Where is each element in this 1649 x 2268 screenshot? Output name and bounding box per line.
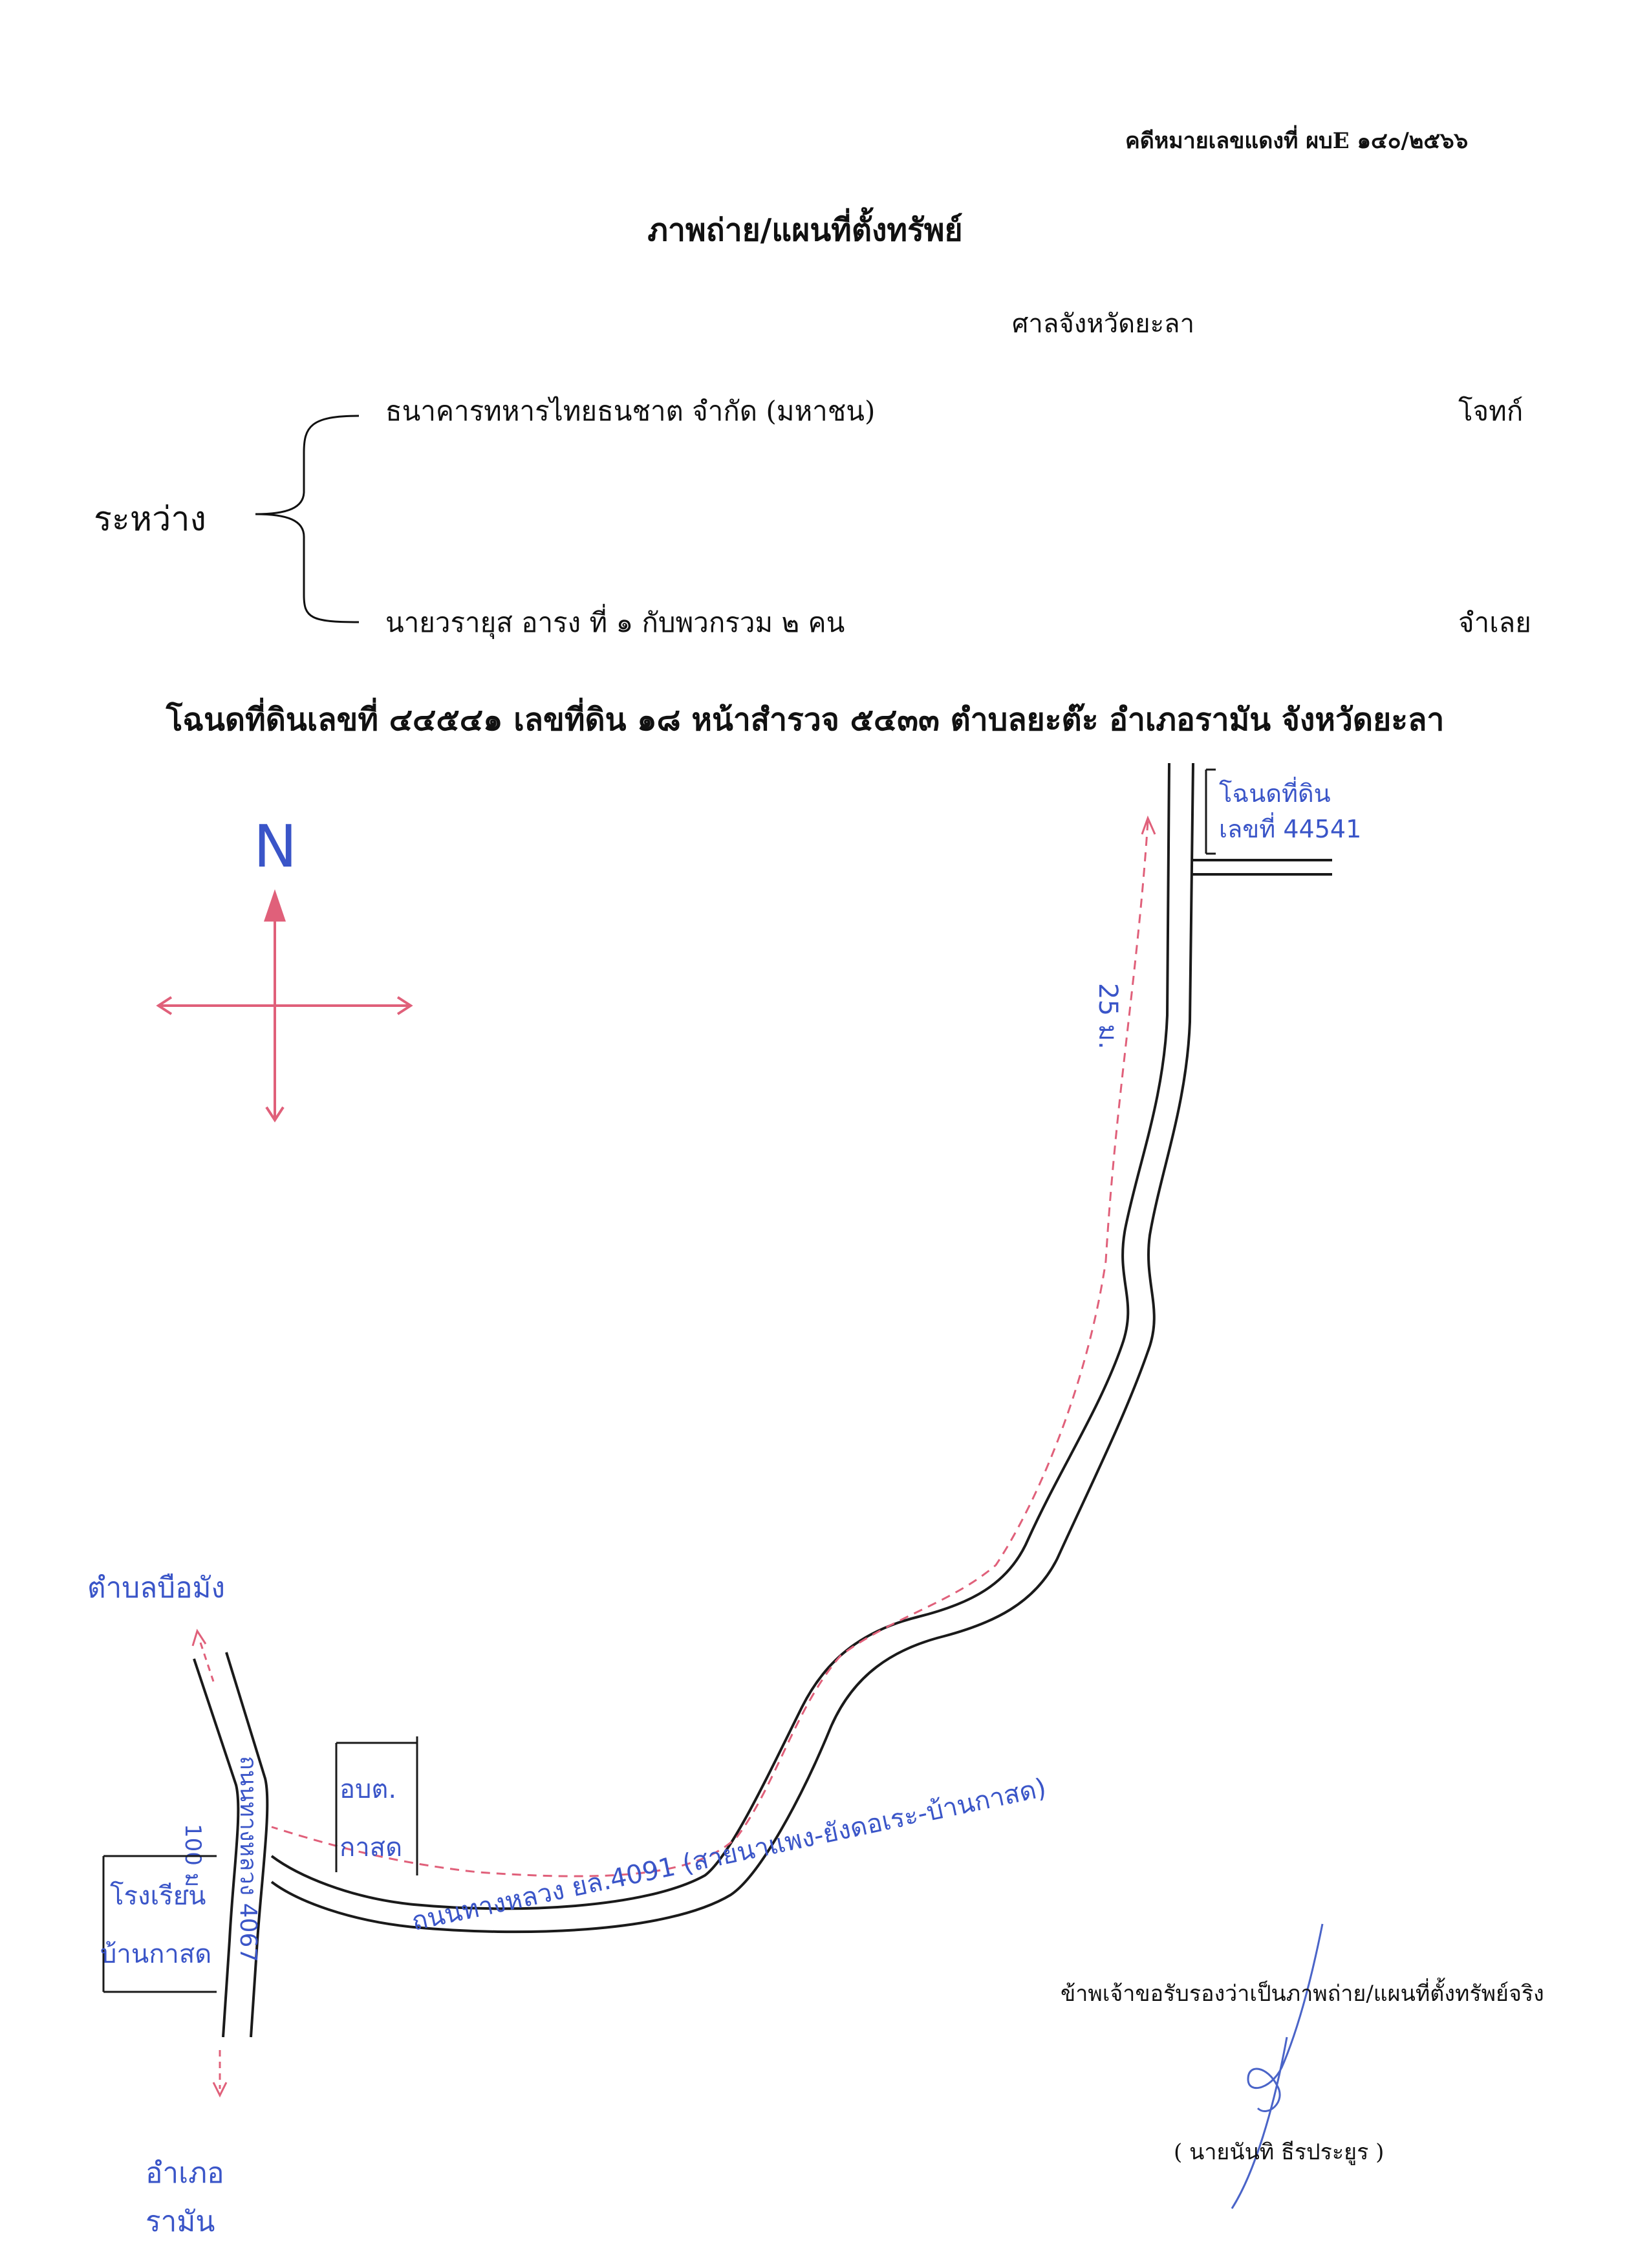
deed-label-line1: โฉนดที่ดิน <box>1219 777 1331 808</box>
document-title: ภาพถ่าย/แผนที่ตั้งทรัพย์ <box>647 212 963 248</box>
office-line2: กาสด <box>339 1833 402 1863</box>
school-line1: โรงเรียน <box>110 1881 206 1911</box>
deed-line: โฉนดที่ดินเลขที่ ๔๔๕๔๑ เลขที่ดิน ๑๘ หน้า… <box>166 702 1445 738</box>
signature <box>1231 1923 1324 2209</box>
main-road-label: ถนนทางหลวง ยล.4091 (สายนาแพง-ยังดอเระ-บ้… <box>409 1773 1049 1937</box>
deed-label-line2: เลขที่ 44541 <box>1219 812 1361 843</box>
signer-name: ( นายนันทิ ธีรประยูร ) <box>1174 2139 1385 2165</box>
certification-text: ข้าพเจ้าขอรับรองว่าเป็นภาพถ่าย/แผนที่ตั้… <box>1061 1981 1544 2007</box>
plaintiff-name: ธนาคารทหารไทยธนชาต จำกัด (มหาชน) <box>385 395 876 427</box>
place-bottom-line2: รามัน <box>146 2205 215 2238</box>
distance-label: 25 ม. <box>1093 983 1123 1050</box>
school-box <box>102 1855 217 1993</box>
school-line2: บ้านกาสด <box>100 1939 211 1969</box>
between-label: ระหว่าง <box>94 500 206 539</box>
place-top-left: ตำบลบือมัง <box>87 1571 225 1604</box>
court-name: ศาลจังหวัดยะลา <box>1012 309 1195 339</box>
place-bottom-line1: อำเภอ <box>146 2157 224 2190</box>
case-number: คดีหมายเลขแดงที่ ผบE ๑๔๐/๒๕๖๖ <box>1125 128 1469 154</box>
north-label: N <box>253 813 297 881</box>
north-compass: N <box>156 813 413 1123</box>
main-road <box>270 762 1194 1934</box>
brace <box>255 415 360 623</box>
office-box <box>335 1736 418 1875</box>
side-distance-label: 100 ม. <box>180 1824 206 1894</box>
defendant-name: นายวรายุส อารง ที่ ๑ กับพวกรวม ๒ คน <box>385 607 845 638</box>
plaintiff-role: โจทก์ <box>1458 395 1524 427</box>
plot-access-road <box>1191 859 1332 876</box>
defendant-role: จำเลย <box>1458 607 1531 638</box>
side-road <box>193 1652 269 2038</box>
north-arrow-icon <box>264 889 286 922</box>
plot-marker <box>1205 768 1216 855</box>
distance-line <box>271 821 1149 1877</box>
side-road-label: ถนนทางหลวง 4067 <box>235 1756 261 1962</box>
office-line1: อบต. <box>339 1775 396 1804</box>
